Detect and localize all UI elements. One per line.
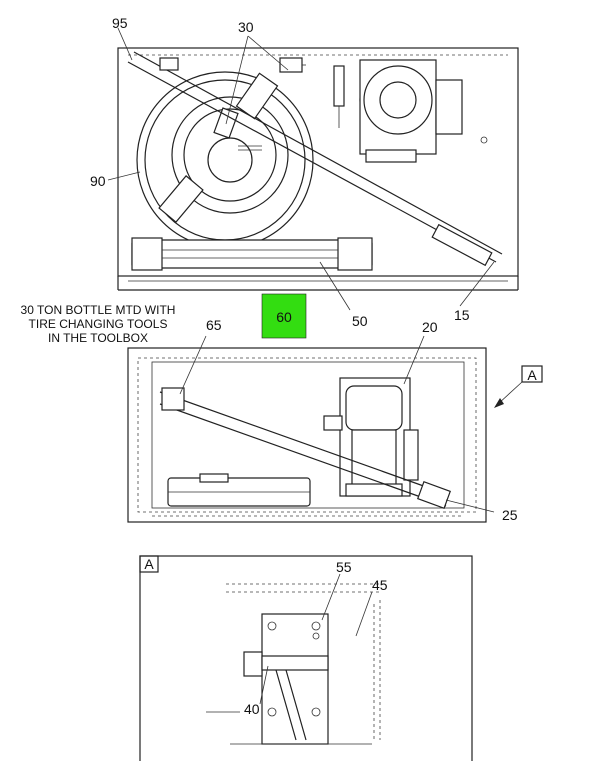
top-toolbox-view: [117, 47, 519, 291]
callout-45[interactable]: 45: [372, 577, 388, 593]
detail-view-a: A: [139, 555, 473, 761]
extension-bar: [131, 237, 373, 271]
callout-labels: 95 30 90 50 15 65 20 25 55 45 40: [90, 15, 518, 717]
callout-15[interactable]: 15: [454, 307, 470, 323]
view-flag-a[interactable]: A: [494, 365, 543, 408]
callout-90[interactable]: 90: [90, 173, 106, 189]
jack-handle: [159, 387, 452, 510]
bottle-jack-top: [333, 59, 463, 163]
callout-40[interactable]: 40: [244, 701, 260, 717]
jack-side: [323, 377, 419, 497]
callout-25[interactable]: 25: [502, 507, 518, 523]
callout-65[interactable]: 65: [206, 317, 222, 333]
detail-leaders: [259, 573, 373, 705]
callout-95[interactable]: 95: [112, 15, 128, 31]
callout-20[interactable]: 20: [422, 319, 438, 335]
callout-30[interactable]: 30: [238, 19, 254, 35]
hose-reel: [136, 71, 314, 249]
fittings: [159, 57, 306, 73]
caption-line-1: 30 TON BOTTLE MTD WITH: [21, 303, 176, 317]
tool-caption: 30 TON BOTTLE MTD WITH TIRE CHANGING TOO…: [21, 303, 176, 345]
detail-flag-a-label: A: [144, 556, 154, 572]
lug-wrench-bar: [127, 51, 503, 267]
callout-60: 60: [276, 309, 292, 325]
highlight-60[interactable]: 60: [261, 293, 307, 339]
side-toolbox-view: [127, 347, 487, 523]
callout-55[interactable]: 55: [336, 559, 352, 575]
caption-line-3: IN THE TOOLBOX: [48, 331, 148, 345]
side-leaders: [179, 335, 495, 513]
top-leaders: [107, 27, 495, 311]
tool-case: [167, 473, 311, 507]
view-flag-a-label: A: [527, 367, 537, 383]
caption-line-2: TIRE CHANGING TOOLS: [29, 317, 168, 331]
callout-50[interactable]: 50: [352, 313, 368, 329]
jack-mount-plate: [243, 613, 329, 745]
